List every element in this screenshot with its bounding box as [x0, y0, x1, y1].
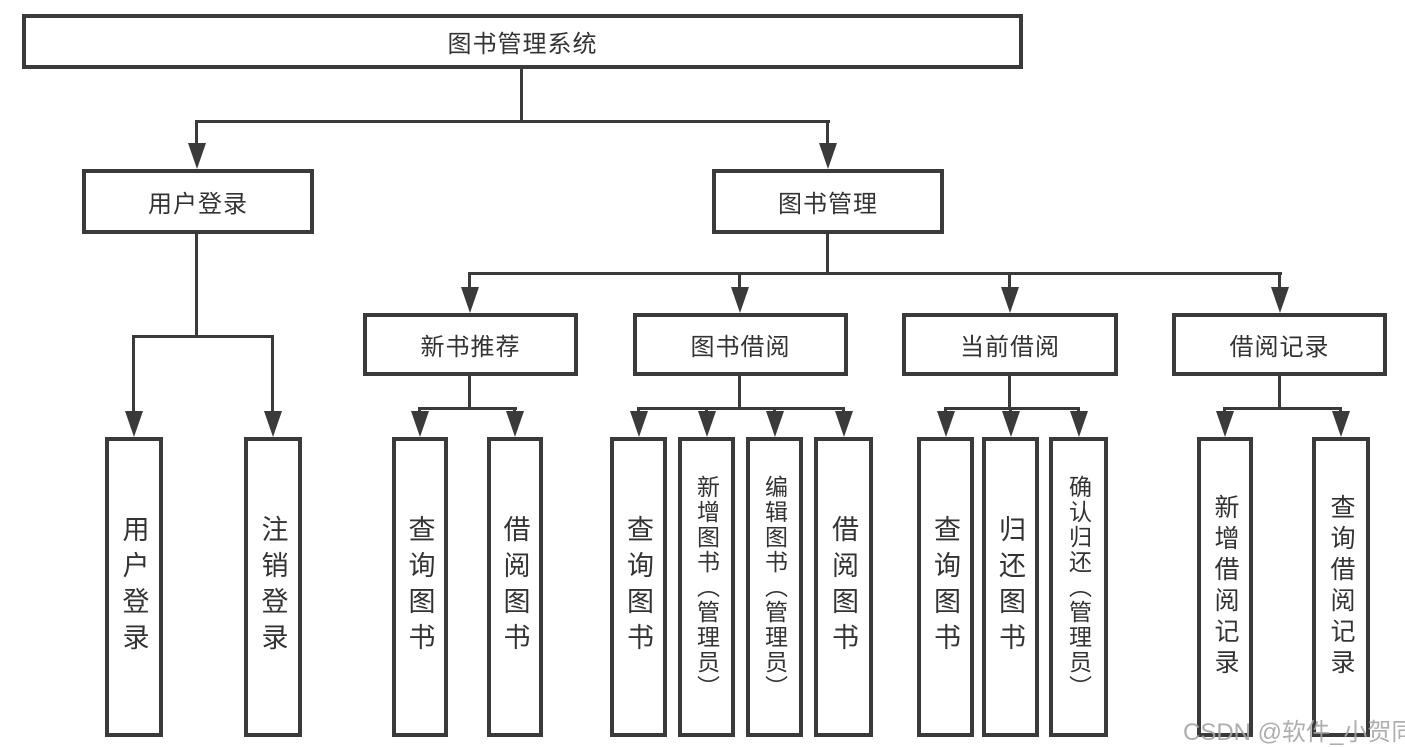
connector-drop-leaf-logout — [271, 335, 274, 415]
connector-borrowing-stub — [738, 376, 741, 410]
arrow-c2 — [1002, 411, 1020, 437]
arrow-b4 — [835, 411, 853, 437]
arrow-c1 — [937, 411, 955, 437]
arrow-b3 — [766, 411, 784, 437]
connector-recommend-rail — [418, 407, 517, 410]
arrow-b1 — [630, 411, 648, 437]
leaf-borrow-books-recommend-label: 借阅图书 — [499, 515, 530, 659]
leaf-logout: 注销登录 — [244, 437, 302, 737]
arrow-b2 — [698, 411, 716, 437]
arrow-borrowing — [731, 287, 749, 313]
arrow-leaf-logout — [264, 411, 282, 437]
csdn-watermark: CSDN @软件_小贺同学 — [1183, 719, 1405, 746]
connector-current-stub — [1008, 376, 1011, 410]
leaf-user-login-label: 用户登录 — [118, 515, 149, 659]
node-new-book-recommend: 新书推荐 — [363, 313, 578, 376]
leaf-query-books-borrowing: 查询图书 — [610, 437, 667, 737]
connector-drop-recommend — [468, 272, 471, 290]
node-new-book-recommend-label: 新书推荐 — [420, 334, 521, 361]
arrow-recommend — [461, 287, 479, 313]
connector-recommend-stub — [468, 376, 471, 410]
leaf-confirm-return-admin: 确认归还（管理员） — [1049, 437, 1108, 737]
leaf-query-books-recommend: 查询图书 — [392, 437, 448, 737]
connector-borrowing-rail — [637, 407, 845, 410]
node-current-borrowing: 当前借阅 — [902, 313, 1118, 376]
leaf-borrow-books-borrowing: 借阅图书 — [814, 437, 873, 737]
connector-level2-rail — [196, 120, 830, 123]
connector-root-stub — [520, 68, 523, 123]
connector-drop-user-login — [195, 120, 198, 146]
arrow-r2 — [506, 411, 524, 437]
node-borrowing-records-label: 借阅记录 — [1229, 334, 1330, 361]
leaf-add-borrow-record: 新增借阅记录 — [1197, 437, 1253, 737]
node-user-login-branch: 用户登录 — [82, 169, 314, 234]
arrow-current — [1001, 287, 1019, 313]
leaf-borrow-books-recommend: 借阅图书 — [487, 437, 543, 737]
leaf-user-login: 用户登录 — [105, 437, 163, 737]
leaf-edit-book-admin-label: 编辑图书（管理员） — [761, 474, 788, 700]
arrow-user-login — [188, 143, 206, 169]
connector-records-rail — [1223, 407, 1341, 410]
connector-level3-rail — [468, 272, 1282, 275]
node-borrowing-records: 借阅记录 — [1172, 313, 1387, 376]
node-book-borrowing-label: 图书借阅 — [690, 334, 791, 361]
leaf-borrow-books-borrowing-label: 借阅图书 — [828, 515, 858, 659]
arrow-leaf-login — [125, 411, 143, 437]
node-root-label: 图书管理系统 — [447, 31, 598, 58]
connector-records-stub — [1278, 376, 1281, 410]
leaf-return-book: 归还图书 — [982, 437, 1039, 737]
node-user-login-branch-label: 用户登录 — [148, 191, 248, 218]
connector-drop-leaf-login — [132, 335, 135, 415]
arrow-records — [1271, 287, 1289, 313]
connector-current-rail — [944, 407, 1080, 410]
node-root: 图书管理系统 — [22, 14, 1023, 69]
leaf-query-books-current: 查询图书 — [917, 437, 974, 737]
leaf-logout-label: 注销登录 — [257, 515, 288, 659]
leaf-add-book-admin: 新增图书（管理员） — [678, 437, 735, 737]
leaf-add-book-admin-label: 新增图书（管理员） — [693, 474, 720, 700]
connector-userlogin-stub — [195, 233, 198, 338]
arrow-rec1 — [1216, 411, 1234, 437]
leaf-add-borrow-record-label: 新增借阅记录 — [1211, 494, 1239, 680]
connector-drop-records — [1278, 272, 1281, 290]
arrow-book-mgmt — [819, 143, 837, 169]
leaf-edit-book-admin: 编辑图书（管理员） — [746, 437, 803, 737]
arrow-c3 — [1070, 411, 1088, 437]
leaf-return-book-label: 归还图书 — [995, 515, 1025, 659]
arrow-r1 — [411, 411, 429, 437]
leaf-query-borrow-record-label: 查询借阅记录 — [1327, 494, 1355, 680]
leaf-query-books-current-label: 查询图书 — [930, 515, 960, 659]
leaf-query-borrow-record: 查询借阅记录 — [1312, 437, 1370, 737]
connector-drop-borrowing — [738, 272, 741, 290]
node-book-management-branch-label: 图书管理 — [778, 191, 878, 218]
leaf-confirm-return-admin-label: 确认归还（管理员） — [1065, 474, 1092, 700]
connector-bookmgmt-stub — [826, 233, 829, 275]
node-book-borrowing: 图书借阅 — [633, 313, 848, 376]
connector-drop-book-mgmt — [826, 120, 829, 146]
node-book-management-branch: 图书管理 — [712, 169, 944, 234]
arrow-rec2 — [1332, 411, 1350, 437]
node-current-borrowing-label: 当前借阅 — [960, 334, 1060, 361]
leaf-query-books-borrowing-label: 查询图书 — [623, 515, 653, 659]
connector-userlogin-rail — [132, 335, 274, 338]
leaf-query-books-recommend-label: 查询图书 — [404, 515, 435, 659]
connector-drop-current — [1008, 272, 1011, 290]
